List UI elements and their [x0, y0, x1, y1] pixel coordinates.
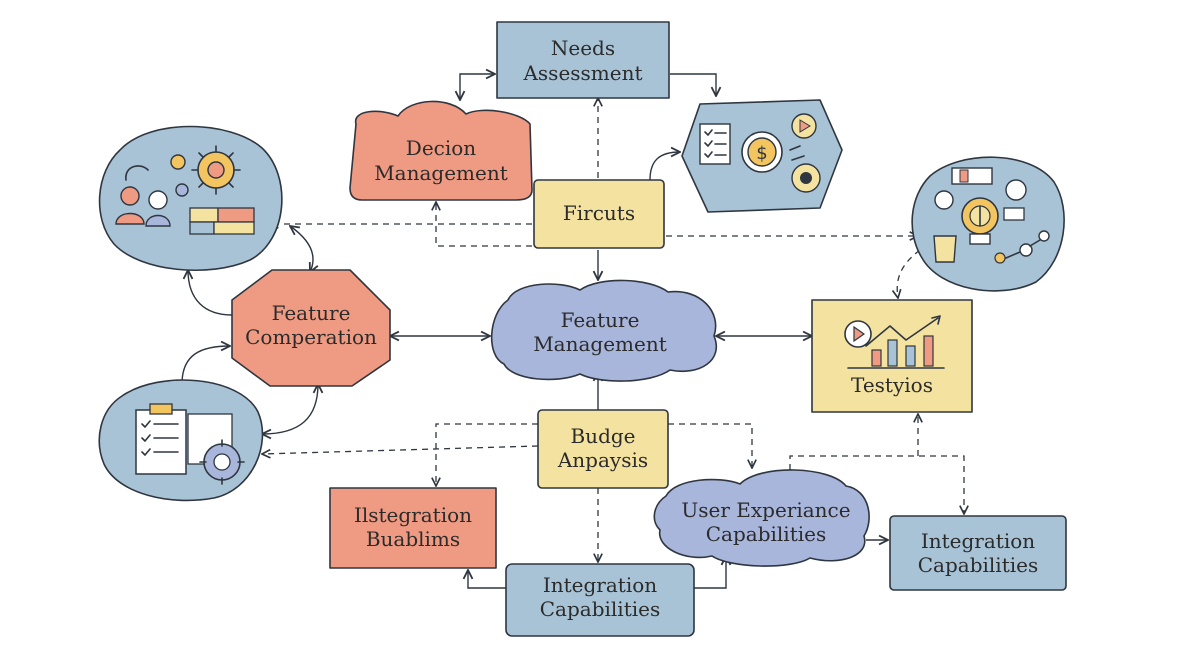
- edge-budget-problems: [436, 423, 538, 486]
- node-decision-management-shape: [349, 100, 533, 201]
- node-user-experience-line-2: Capabilities: [706, 522, 826, 546]
- edge-budget-ux: [668, 423, 752, 468]
- node-feature-management-line-2: Management: [533, 332, 667, 356]
- edge-team-comperation: [188, 270, 233, 316]
- node-testyios-line-1: Testyios: [851, 373, 933, 397]
- node-user-experience-shape: [653, 469, 870, 567]
- node-feature-comperation-line-2: Comperation: [245, 325, 377, 349]
- node-fircuts-line-1: Fircuts: [563, 201, 635, 225]
- edge-fircuts-decision: [436, 202, 532, 247]
- checklist-money-icon: $: [681, 99, 843, 213]
- node-needs-assessment[interactable]: Needs Assessment: [496, 21, 670, 99]
- node-feature-management-shape: [490, 279, 717, 382]
- edge-clipboard-comperation: [181, 346, 230, 385]
- edge-budget-clipboard: [262, 445, 539, 454]
- node-integration-capabilities-bottom-line-1: Integration: [543, 573, 657, 597]
- edge-fircuts-checklist: [649, 152, 680, 181]
- edge-testyios-loop: [789, 455, 964, 514]
- node-feature-management[interactable]: Feature Management: [490, 279, 717, 382]
- node-needs-assessment-box: [496, 21, 670, 99]
- node-decision-management[interactable]: Decion Management: [349, 100, 533, 201]
- node-needs-assessment-line-2: Assessment: [522, 61, 642, 85]
- node-integration-capabilities-bottom-line-2: Capabilities: [540, 597, 660, 621]
- edge-clipboard-comperation-2: [262, 384, 318, 434]
- node-decision-management-line-2: Management: [374, 161, 508, 185]
- edge-strategy-testyios: [897, 249, 921, 298]
- node-user-experience-line-1: User Experiance: [681, 498, 850, 522]
- node-user-experience[interactable]: User Experiance Capabilities: [653, 469, 870, 567]
- node-integration-capabilities-right-box: [889, 515, 1067, 591]
- node-budget-analysis-box: [537, 409, 669, 489]
- chart-video-icon: [844, 315, 945, 369]
- node-integration-problems-line-1: Ilstegration: [354, 503, 472, 527]
- clipboard-gear-icon: [98, 379, 264, 502]
- node-decision-management-line-1: Decion: [406, 136, 477, 160]
- node-integration-capabilities-bottom-box: [505, 563, 695, 637]
- node-feature-comperation-shape: [231, 269, 391, 387]
- edge-needs-checklist: [670, 73, 716, 96]
- node-integration-problems[interactable]: Ilstegration Buablims: [329, 487, 497, 569]
- node-feature-comperation[interactable]: Feature Comperation: [231, 269, 391, 387]
- node-budget-analysis-line-1: Budge: [570, 424, 635, 448]
- edge-capabottom-problems: [468, 570, 506, 589]
- node-integration-capabilities-bottom[interactable]: Integration Capabilities: [505, 563, 695, 637]
- node-feature-management-line-1: Feature: [561, 308, 640, 332]
- node-budget-analysis[interactable]: Budge Anpaysis: [537, 409, 669, 489]
- node-needs-assessment-line-1: Needs: [551, 36, 615, 60]
- team-gear-icon: [98, 125, 283, 272]
- node-integration-capabilities-right-line-2: Capabilities: [918, 553, 1038, 577]
- edge-needs-decision: [460, 74, 495, 100]
- node-fircuts[interactable]: Fircuts: [533, 179, 665, 249]
- strategy-lightbulb-icon: [911, 156, 1065, 292]
- node-fircuts-box: [533, 179, 665, 249]
- node-testyios-box: [811, 299, 973, 413]
- edge-team-comperation-2: [290, 226, 313, 272]
- edges: [181, 73, 964, 589]
- node-testyios[interactable]: Testyios: [811, 299, 973, 413]
- node-integration-problems-line-2: Buablims: [366, 527, 460, 551]
- node-integration-capabilities-right-line-1: Integration: [921, 529, 1035, 553]
- node-budget-analysis-line-2: Anpaysis: [557, 448, 648, 472]
- node-integration-capabilities-right[interactable]: Integration Capabilities: [889, 515, 1067, 591]
- node-feature-comperation-line-1: Feature: [272, 301, 351, 325]
- edge-capabottom-ux: [694, 556, 726, 589]
- svg-text:$: $: [756, 143, 767, 164]
- node-integration-problems-box: [329, 487, 497, 569]
